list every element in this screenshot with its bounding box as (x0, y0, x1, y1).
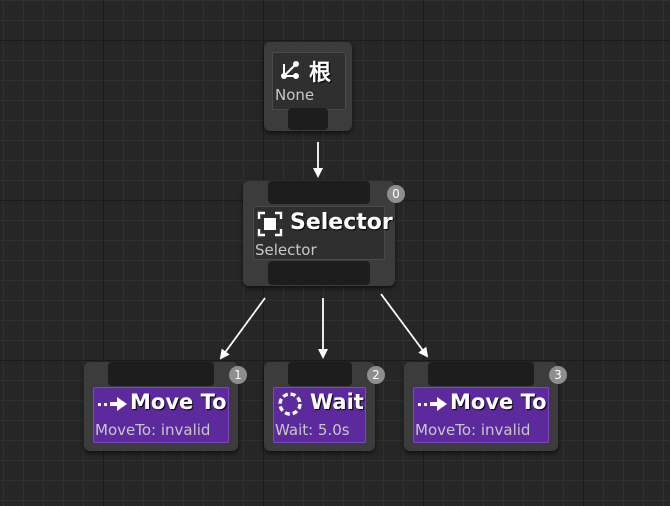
task-title-box (413, 387, 549, 443)
move-to-arrow-icon (98, 397, 127, 411)
selector-node[interactable]: Selector Selector (243, 181, 395, 286)
move-to-arrow-icon (418, 397, 447, 411)
task-title: Move To (130, 390, 227, 414)
task-input-pin[interactable] (288, 362, 352, 386)
root-output-pin[interactable] (288, 108, 328, 130)
root-node[interactable]: 根 None (264, 42, 352, 131)
selector-subtitle: Selector (255, 241, 317, 259)
tree-root-icon (281, 61, 299, 79)
task-title-box (93, 387, 229, 443)
execution-order-badge: 2 (367, 366, 385, 384)
execution-order-badge: 3 (549, 366, 567, 384)
selector-input-pin[interactable] (268, 181, 370, 204)
selector-icon (257, 211, 283, 237)
selector-title-box (253, 206, 385, 260)
wire-selector-to-task-1 (219, 297, 266, 360)
root-title: 根 (309, 61, 332, 86)
task-title: Move To (450, 390, 547, 414)
task-node-wait[interactable]: Wait Wait: 5.0s (264, 362, 375, 451)
task-title: Wait (310, 390, 364, 414)
task-input-pin[interactable] (108, 362, 214, 386)
task-subtitle: MoveTo: invalid (95, 421, 211, 439)
wait-spinner-icon (278, 392, 302, 416)
execution-order-badge: 1 (229, 366, 247, 384)
task-node-move-to[interactable]: Move To MoveTo: invalid (84, 362, 238, 451)
root-title-box (272, 52, 346, 110)
root-subtitle: None (275, 86, 315, 104)
selector-title: Selector (290, 210, 393, 235)
task-subtitle: Wait: 5.0s (275, 421, 350, 439)
task-input-pin[interactable] (428, 362, 534, 386)
task-subtitle: MoveTo: invalid (415, 421, 531, 439)
task-node-move-to[interactable]: Move To MoveTo: invalid (404, 362, 558, 451)
execution-order-badge: 0 (387, 185, 405, 203)
selector-output-pin[interactable] (268, 261, 370, 285)
wire-selector-to-task-3 (380, 293, 429, 358)
